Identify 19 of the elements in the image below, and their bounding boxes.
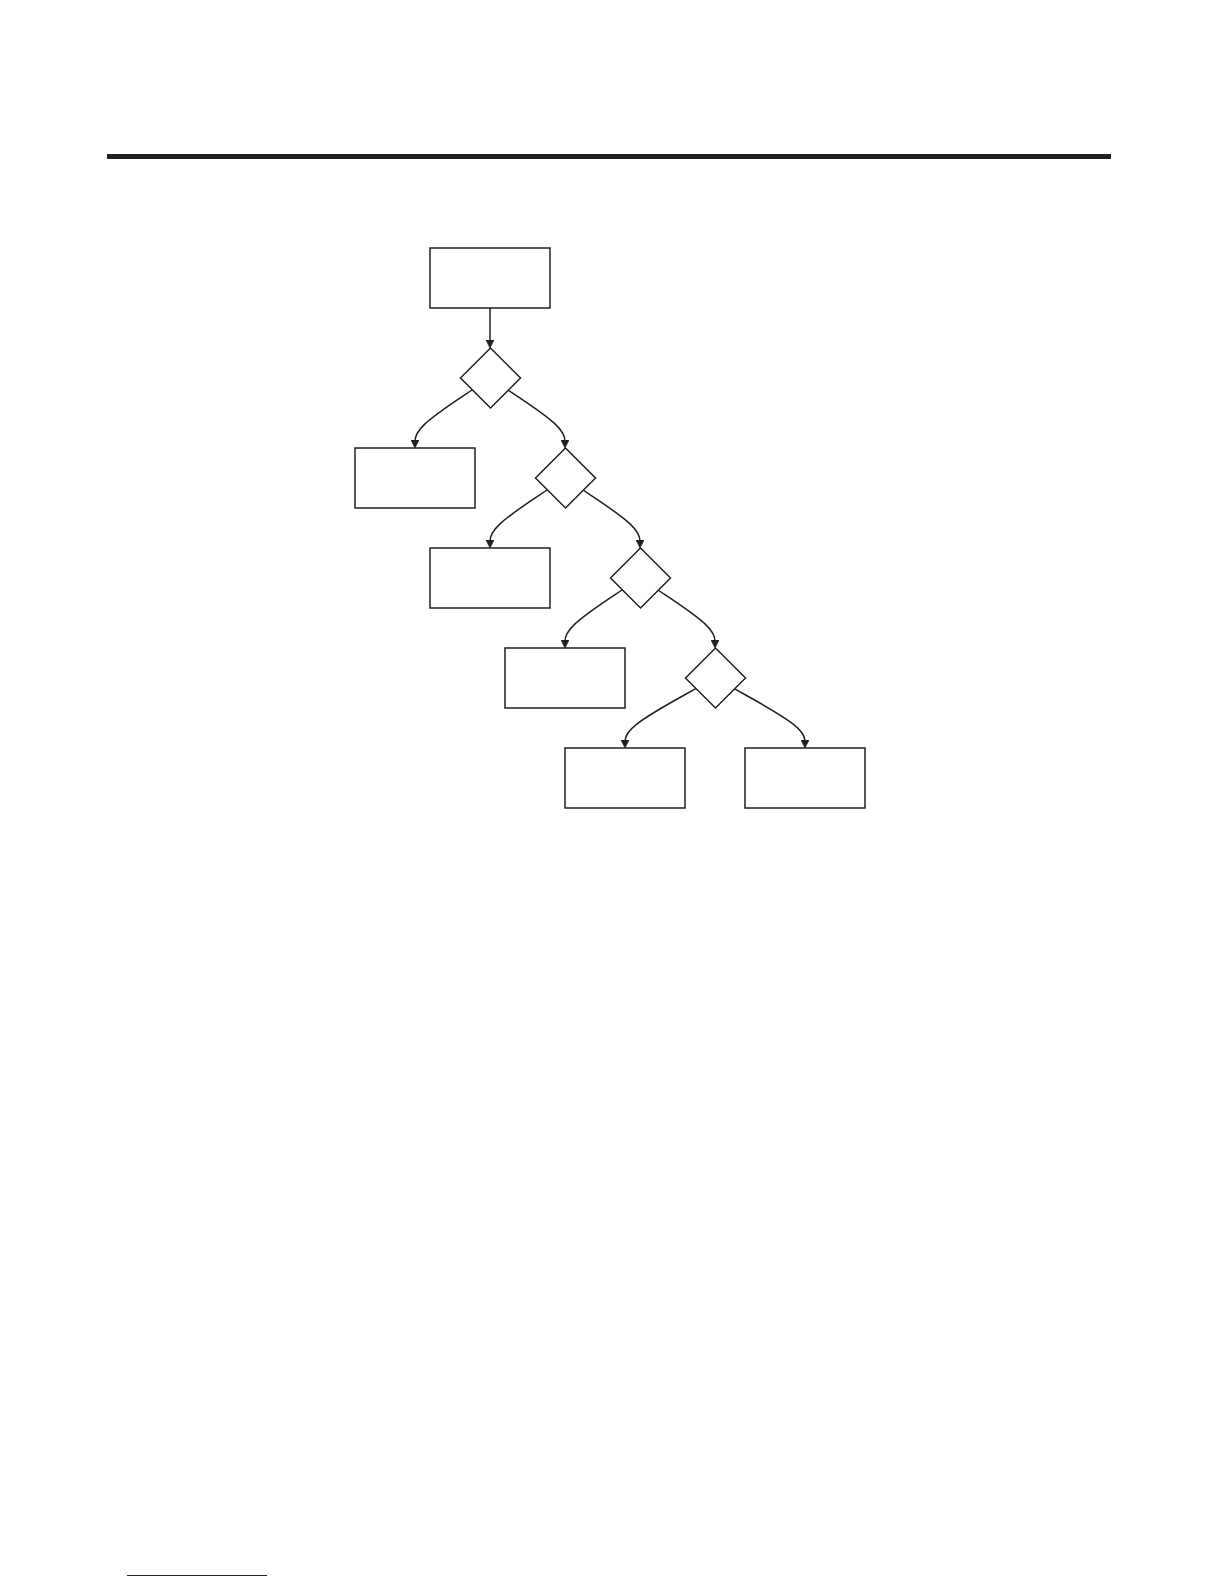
node-box bbox=[504, 647, 626, 709]
arrow bbox=[733, 687, 810, 749]
node-diamond bbox=[459, 346, 522, 410]
arrow bbox=[507, 389, 570, 449]
node-box bbox=[564, 747, 686, 809]
node-box bbox=[744, 747, 866, 809]
arrow bbox=[657, 589, 720, 649]
arrow bbox=[485, 489, 548, 549]
node-box bbox=[429, 247, 551, 309]
node-box bbox=[354, 447, 476, 509]
node-diamond bbox=[684, 646, 747, 710]
arrow bbox=[620, 687, 697, 749]
arrow bbox=[485, 307, 495, 349]
node-diamond bbox=[609, 546, 672, 610]
arrow bbox=[410, 389, 473, 449]
node-box bbox=[429, 547, 551, 609]
arrow bbox=[560, 589, 623, 649]
node-diamond bbox=[534, 446, 597, 510]
arrow bbox=[582, 489, 645, 549]
